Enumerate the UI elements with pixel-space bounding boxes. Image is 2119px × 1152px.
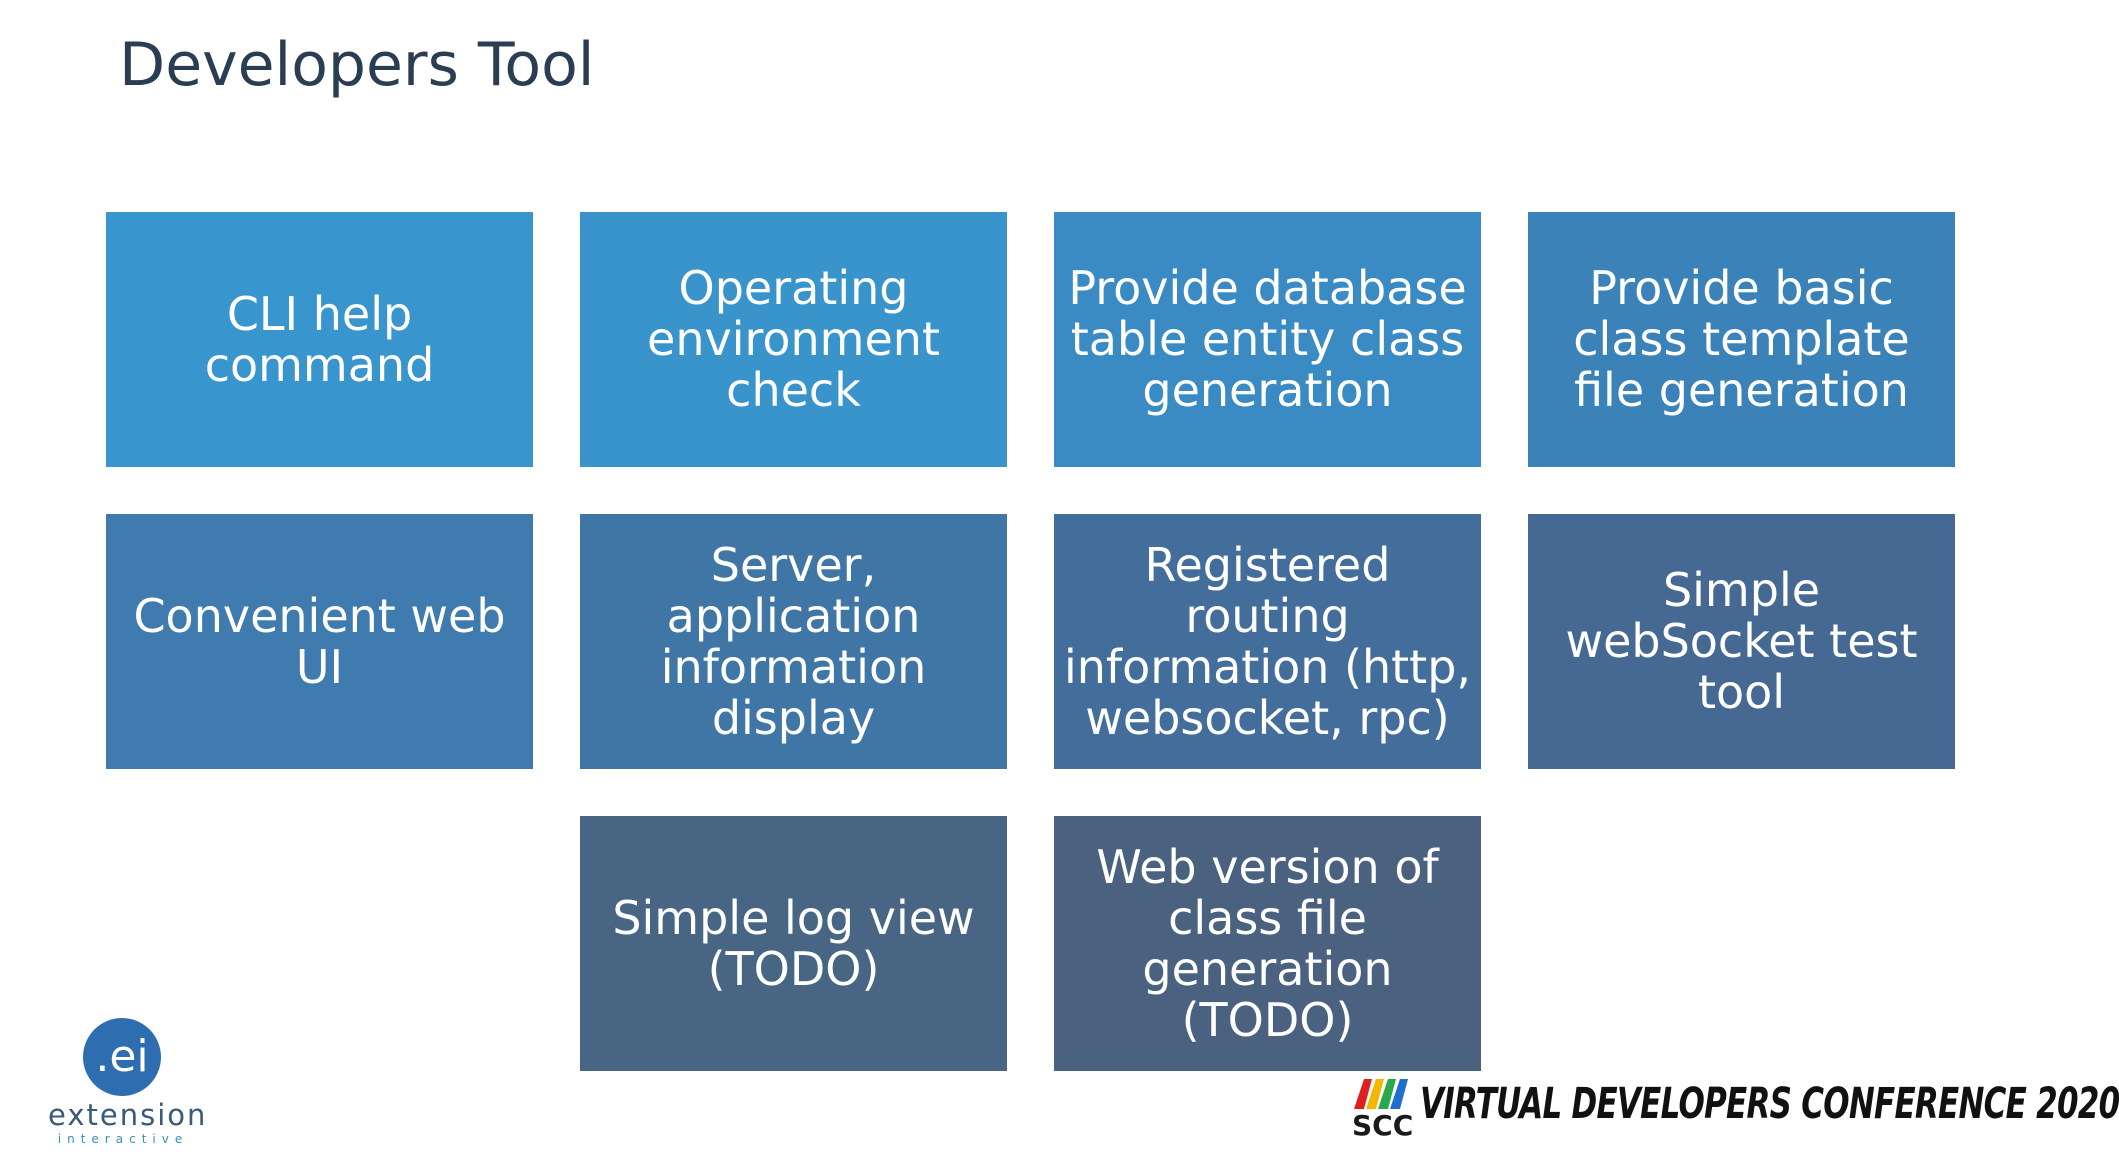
feature-box-label: Provide database table entity class gene… <box>1068 261 1467 417</box>
feature-box-entity-generation: Provide database table entity class gene… <box>1054 212 1481 467</box>
feature-box-label: CLI help command <box>204 286 435 392</box>
feature-box-environment-check: Operating environment check <box>580 212 1007 467</box>
feature-box-websocket-tool: Simple webSocket test tool <box>1528 514 1955 769</box>
feature-box-label: Registered routing information (http, we… <box>1063 537 1472 745</box>
ei-logo-tagline: interactive <box>57 1132 189 1146</box>
feature-box-template-generation: Provide basic class template file genera… <box>1528 212 1955 467</box>
feature-box-log-view: Simple log view (TODO) <box>580 816 1007 1071</box>
ei-logo-mark: .ei <box>83 1018 161 1096</box>
feature-box-server-info: Server, application information display <box>580 514 1007 769</box>
feature-box-routing-info: Registered routing information (http, we… <box>1054 514 1481 769</box>
feature-box-label: Web version of class file generation (TO… <box>1096 839 1439 1047</box>
ei-logo-name: extension <box>48 1098 208 1132</box>
feature-box-label: Simple webSocket test tool <box>1565 563 1918 719</box>
feature-box-label: Provide basic class template file genera… <box>1573 261 1910 417</box>
extension-interactive-logo: .ei extension interactive <box>48 1018 208 1146</box>
scc-logo-icon <box>1354 1079 1408 1109</box>
feature-box-label: Convenient web UI <box>133 588 506 694</box>
feature-box-cli-help: CLI help command <box>106 212 533 467</box>
feature-box-web-ui: Convenient web UI <box>106 514 533 769</box>
feature-box-web-class-generation: Web version of class file generation (TO… <box>1054 816 1481 1071</box>
feature-box-label: Operating environment check <box>647 261 940 417</box>
conference-name: VIRTUAL DEVELOPERS CONFERENCE 2020 <box>1420 1079 2119 1129</box>
slide-title: Developers Tool <box>119 30 595 100</box>
conference-banner: SCC VIRTUAL DEVELOPERS CONFERENCE 2020 <box>1350 1075 2119 1142</box>
feature-box-label: Server, application information display <box>660 537 927 745</box>
scc-logo-text: SCC <box>1352 1109 1414 1142</box>
feature-box-label: Simple log view (TODO) <box>612 890 975 996</box>
